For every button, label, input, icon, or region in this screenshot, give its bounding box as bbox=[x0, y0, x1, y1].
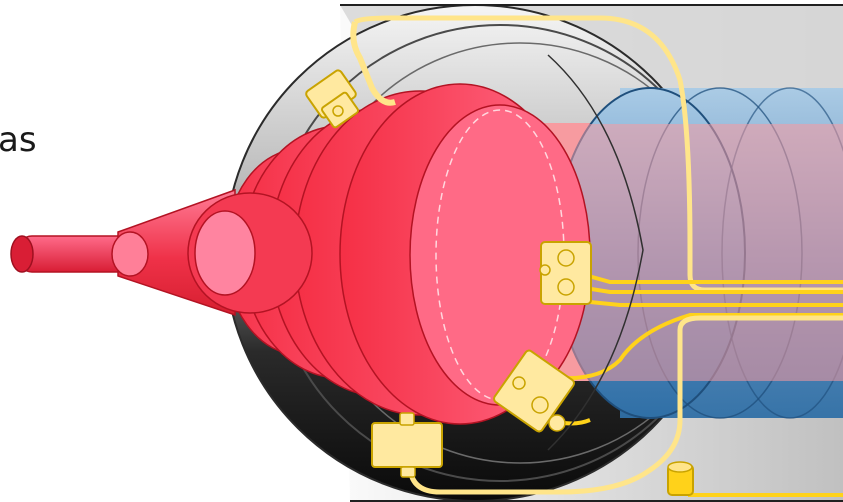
component-right-upper bbox=[540, 242, 591, 304]
component-bottom bbox=[372, 413, 442, 477]
connector-bottom-right bbox=[668, 462, 693, 495]
